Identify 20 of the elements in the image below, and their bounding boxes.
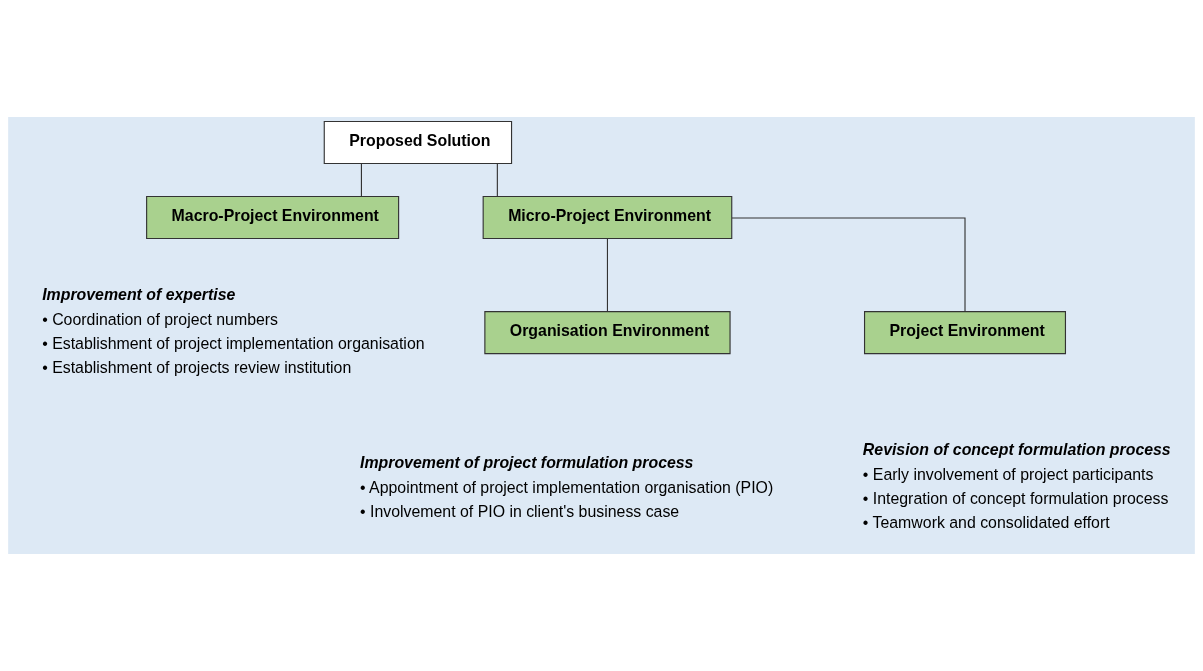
node-label: • Involvement of PIO in client's business case (360, 502, 680, 520)
node-box: Micro-Project Environment (482, 195, 733, 239)
node-label: Revision of concept formulation process (862, 441, 1171, 459)
node-label: • Coordination of project numbers (42, 310, 279, 328)
node-label: • Integration of concept formulation process (862, 490, 1169, 508)
connector (496, 163, 498, 197)
node-label: • Establishment of project implementation organisation (42, 334, 425, 352)
node-box: Proposed Solution (323, 120, 513, 165)
node-label: Improvement of expertise (42, 285, 236, 303)
connector (360, 163, 362, 197)
node-label: • Teamwork and consolidated effort (862, 514, 1110, 532)
node-label: Improvement of project formulation process (360, 453, 694, 471)
connector (606, 238, 609, 312)
node-label: • Appointment of project implementation organisation (PIO) (360, 478, 774, 496)
node-label: • Establishment of projects review institution (42, 358, 352, 376)
node-label: • Early involvement of project participants (862, 466, 1154, 484)
connector (731, 217, 966, 313)
node-box: Project Environment (863, 311, 1067, 355)
node-box: Organisation Environment (484, 311, 731, 355)
node-box: Macro-Project Environment (146, 195, 400, 239)
